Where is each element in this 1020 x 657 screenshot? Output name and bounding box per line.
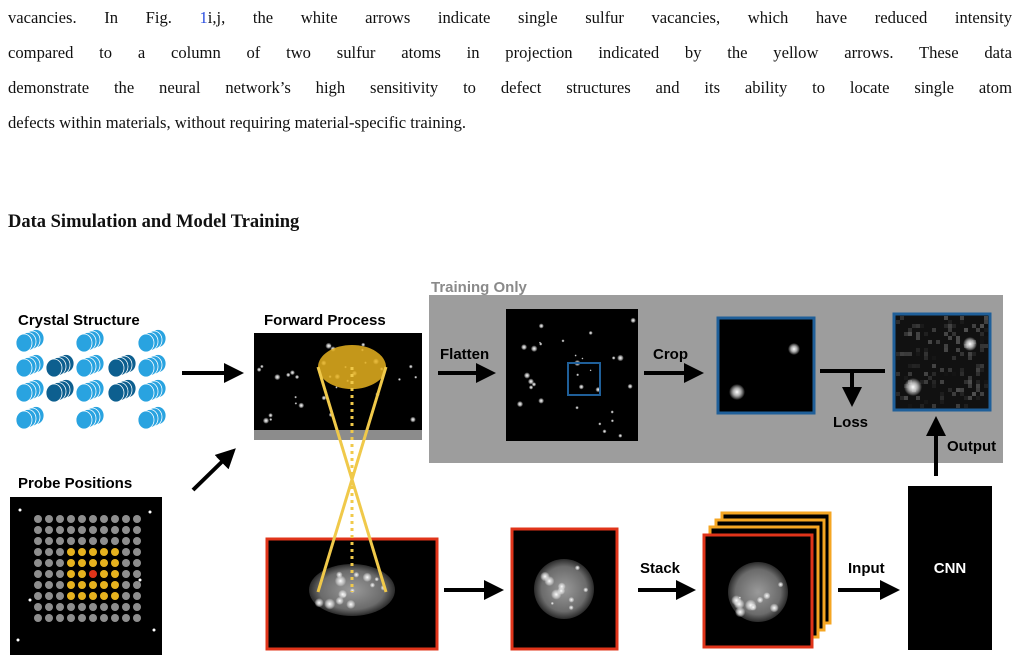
atom-column <box>16 380 44 403</box>
figure-reference-link[interactable]: 1 <box>199 8 207 27</box>
atom-column <box>76 330 104 353</box>
pipeline-figure: Training Only Crystal Structure Probe Po… <box>0 270 1020 657</box>
paragraph-line-3: demonstrate the neural network’s high se… <box>8 70 1012 105</box>
atom-column <box>16 330 44 353</box>
forward-process-label: Forward Process <box>264 312 386 329</box>
atom-column <box>138 407 166 430</box>
paragraph-line-1: vacancies. In Fig. 1i,j, the white arrow… <box>8 0 1012 35</box>
input-label: Input <box>848 560 885 577</box>
arrow-probe-to-forward <box>193 451 233 490</box>
cnn-label: CNN <box>934 560 967 577</box>
cropped-target <box>718 318 814 413</box>
atom-column <box>138 330 166 353</box>
crop-label: Crop <box>653 346 688 363</box>
loss-label: Loss <box>833 414 868 431</box>
atom-column <box>16 407 44 430</box>
probe-positions-label: Probe Positions <box>18 475 132 492</box>
crystal-structure-label: Crystal Structure <box>18 312 140 329</box>
atom-column <box>76 380 104 403</box>
output-label: Output <box>947 438 996 455</box>
atom-column <box>108 355 136 378</box>
section-heading: Data Simulation and Model Training <box>8 212 299 233</box>
atom-column <box>76 355 104 378</box>
atom-column <box>16 355 44 378</box>
body-paragraph: vacancies. In Fig. 1i,j, the white arrow… <box>8 0 1012 140</box>
atom-column <box>138 355 166 378</box>
training-only-label: Training Only <box>431 279 528 296</box>
atom-column <box>46 355 74 378</box>
flatten-label: Flatten <box>440 346 489 363</box>
paragraph-line-4: defects within materials, without requir… <box>8 105 1012 140</box>
atom-column <box>138 380 166 403</box>
atom-column <box>76 407 104 430</box>
atom-column <box>46 380 74 403</box>
atom-column <box>108 380 136 403</box>
stack-label: Stack <box>640 560 681 577</box>
stacked-patterns <box>704 513 830 647</box>
paragraph-line-2: compared to a column of two sulfur atoms… <box>8 35 1012 70</box>
crystal-structure-icon <box>16 330 166 430</box>
